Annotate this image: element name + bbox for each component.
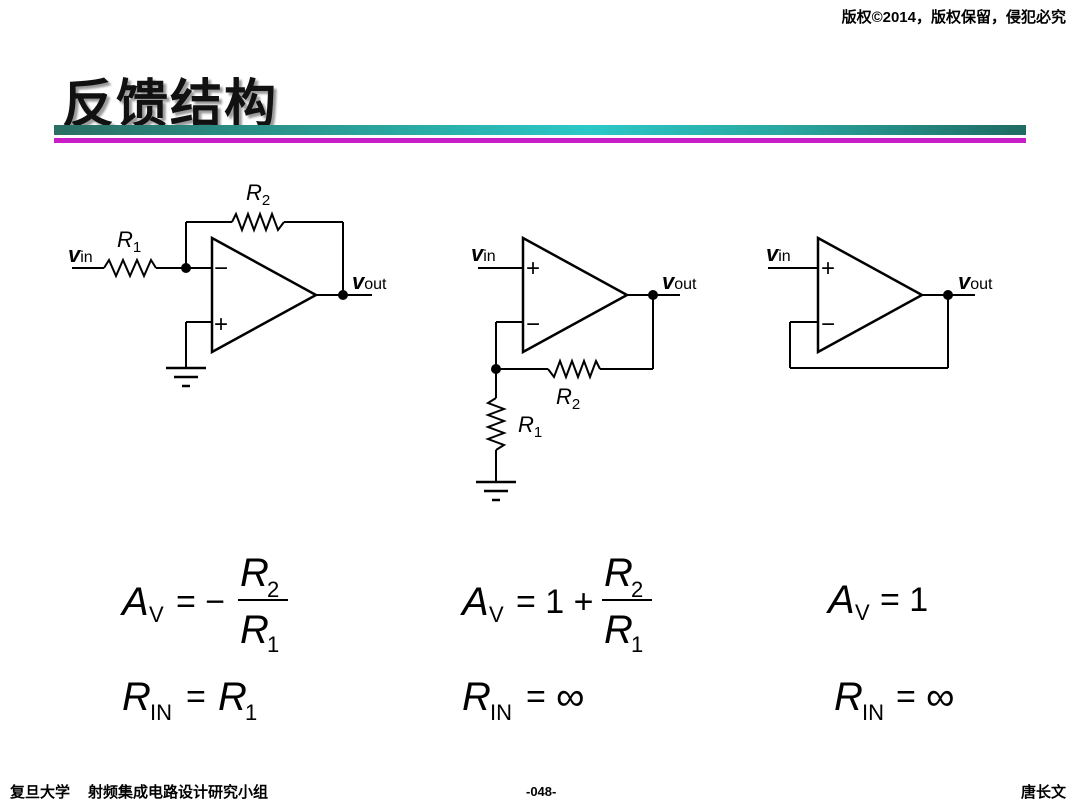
node-dot [648, 290, 658, 300]
node-dot [943, 290, 953, 300]
follower-circuit [768, 235, 975, 369]
plus-sign-2: + [526, 255, 540, 282]
svg-text:R: R [240, 551, 269, 595]
svg-text:= −: = − [176, 583, 225, 621]
resistor-r1-2 [485, 397, 507, 451]
rin-equation-2: R IN = ∞ [462, 675, 585, 725]
minus-sign-3: − [821, 311, 835, 338]
svg-text:∞: ∞ [926, 675, 955, 719]
output-label-2: vout [662, 269, 697, 294]
svg-text:V: V [855, 600, 870, 625]
non-inverting-circuit [476, 235, 680, 502]
gain-equation-2: A V = 1 + R 2 R 1 [460, 551, 652, 657]
plus-sign-1: + [214, 311, 228, 338]
svg-text:V: V [149, 602, 164, 627]
opamp-2 [521, 235, 630, 355]
footer-university: 复旦大学 [10, 784, 71, 801]
inverting-circuit [72, 211, 372, 388]
svg-text:1: 1 [267, 632, 279, 657]
resistor-r2-1 [231, 211, 285, 233]
svg-text:V: V [489, 602, 504, 627]
title-divider-bottom [54, 138, 1026, 143]
ground-1 [166, 366, 206, 388]
page-number: -048- [526, 784, 557, 799]
svg-text:= 1: = 1 [880, 581, 928, 619]
svg-text:A: A [826, 578, 855, 622]
svg-text:∞: ∞ [556, 675, 585, 719]
svg-text:=: = [186, 678, 206, 716]
svg-text:A: A [460, 580, 489, 624]
copyright-notice: 版权©2014，版权保留，侵犯必究 [841, 9, 1066, 26]
minus-sign-1: − [214, 255, 228, 282]
minus-sign-2: − [526, 311, 540, 338]
svg-text:A: A [120, 580, 149, 624]
node-dot [338, 290, 348, 300]
svg-text:IN: IN [490, 700, 512, 725]
gain-equation-3: A V = 1 [826, 578, 928, 625]
footer-group: 射频集成电路设计研究小组 [88, 784, 269, 801]
opamp-1 [210, 235, 319, 355]
node-dot [181, 263, 191, 273]
resistor-r2-2 [547, 358, 601, 380]
gain-equation-1: A V = − R 2 R 1 [120, 551, 288, 657]
r1-label-1: R1 [117, 227, 141, 256]
footer-organization: 复旦大学射频集成电路设计研究小组 [10, 781, 268, 802]
r2-label-2: R2 [556, 384, 580, 413]
svg-text:2: 2 [267, 577, 279, 602]
r1-label-2: R1 [518, 412, 542, 441]
input-label-3: vin [766, 241, 791, 266]
rin-equation-3: R IN = ∞ [834, 675, 955, 725]
svg-text:= 1 +: = 1 + [516, 583, 594, 621]
svg-text:R: R [462, 675, 491, 719]
svg-text:R: R [834, 675, 863, 719]
svg-text:1: 1 [631, 632, 643, 657]
svg-text:R: R [604, 551, 633, 595]
svg-text:R: R [240, 608, 269, 652]
plus-sign-3: + [821, 255, 835, 282]
output-label-3: vout [958, 269, 993, 294]
opamp-3 [816, 235, 925, 355]
svg-text:=: = [526, 678, 546, 716]
slide-title: 反馈结构 [62, 74, 279, 135]
svg-text:1: 1 [245, 700, 257, 725]
svg-text:R: R [604, 608, 633, 652]
input-label-1: vin [68, 242, 93, 267]
node-dot [491, 364, 501, 374]
svg-text:R: R [218, 675, 247, 719]
svg-text:IN: IN [150, 700, 172, 725]
svg-text:2: 2 [631, 577, 643, 602]
svg-text:R: R [122, 675, 151, 719]
svg-text:=: = [896, 678, 916, 716]
title-divider-top [54, 125, 1026, 135]
r2-label-1: R2 [246, 180, 270, 209]
output-label-1: vout [352, 269, 387, 294]
svg-text:IN: IN [862, 700, 884, 725]
resistor-r1-1 [103, 257, 157, 279]
ground-2 [476, 480, 516, 502]
rin-equation-1: R IN = R 1 [122, 675, 257, 725]
input-label-2: vin [471, 241, 496, 266]
footer-author: 唐长文 [1020, 784, 1066, 801]
